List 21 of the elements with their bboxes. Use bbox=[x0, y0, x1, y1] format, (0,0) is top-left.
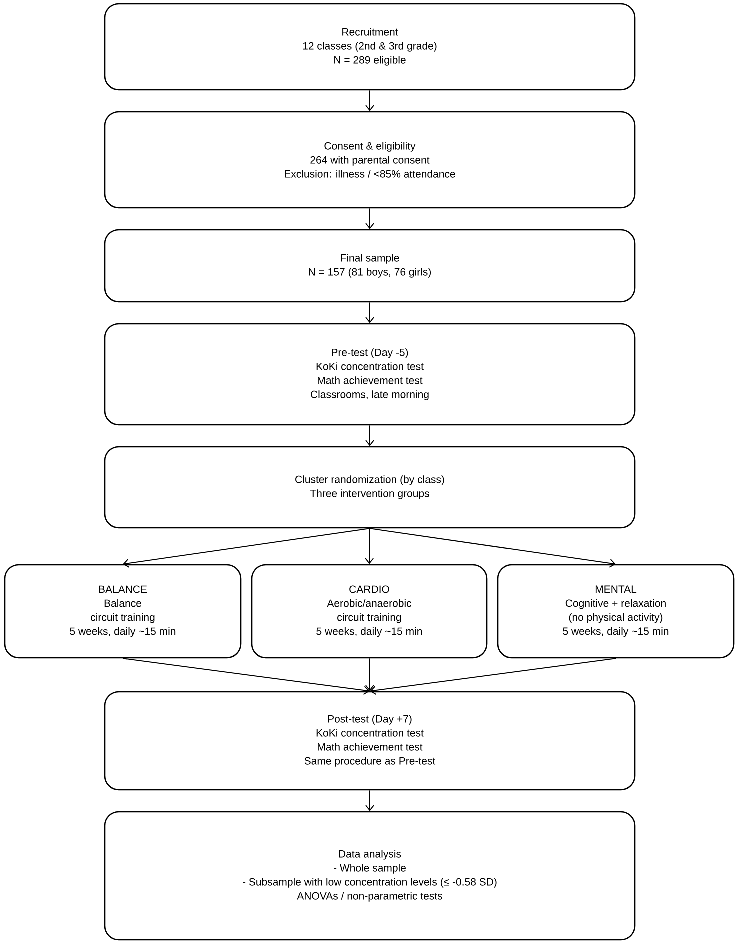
arrow bbox=[366, 302, 374, 324]
arrow bbox=[370, 658, 616, 696]
arrow bbox=[365, 658, 374, 692]
arrow bbox=[365, 528, 374, 564]
arrow bbox=[123, 528, 370, 568]
arrow bbox=[370, 528, 616, 568]
process-box: Pre-test (Day -5) KoKi concentration test Math achievement test Classrooms, late morning bbox=[104, 323, 636, 426]
process-box: CARDIO Aerobic/anaerobic circuit training 5 weeks, daily ~15 min bbox=[251, 564, 488, 659]
process-box: MENTAL Cognitive + relaxation (no physical activity) 5 weeks, daily ~15 min bbox=[497, 564, 735, 659]
process-box: Cluster randomization (by class) Three intervention groups bbox=[104, 446, 636, 529]
process-box: Final sample N = 157 (81 boys, 76 girls) bbox=[104, 229, 636, 303]
process-box: BALANCE Balance circuit training 5 weeks, daily ~15 min bbox=[4, 564, 242, 659]
arrow bbox=[366, 208, 374, 230]
process-box: Consent & eligibility 264 with parental consent Exclusion: illness / <85% attendance bbox=[104, 111, 636, 209]
arrow bbox=[366, 790, 374, 812]
process-box: Data analysis - Whole sample - Subsample with low concentration levels (≤ -0.58 SD) ANOVAs / non-parametric tests bbox=[104, 811, 636, 941]
arrow bbox=[366, 90, 374, 112]
process-box: Post-test (Day +7) KoKi concentration test Math achievement test Same procedure as Pre-test bbox=[104, 691, 636, 791]
arrow bbox=[122, 658, 370, 696]
arrow bbox=[366, 425, 374, 446]
process-box: Recruitment 12 classes (2nd & 3rd grade) N = 289 eligible bbox=[104, 3, 636, 91]
